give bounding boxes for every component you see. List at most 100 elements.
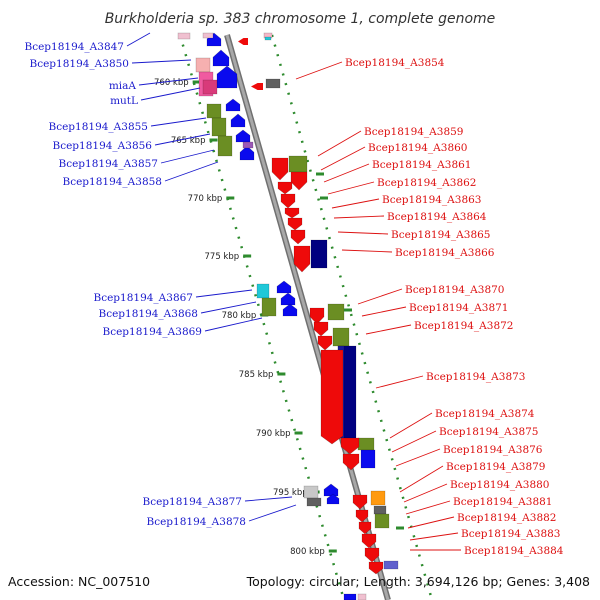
scale-tick-label: 800 kbp bbox=[290, 547, 325, 557]
leader-line bbox=[320, 146, 366, 171]
reverse-gene-arrow bbox=[358, 521, 372, 535]
reverse-gene-arrow bbox=[368, 561, 384, 575]
scale-tick-label: 775 kbp bbox=[205, 252, 240, 262]
gene-label-right[interactable]: Bcep18194_A3870 bbox=[405, 284, 505, 296]
gene-label-right[interactable]: Bcep18194_A3880 bbox=[450, 479, 550, 491]
gene-label-left[interactable]: Bcep18194_A3868 bbox=[99, 308, 199, 320]
gene-block bbox=[217, 135, 233, 157]
gene-label-right[interactable]: Bcep18194_A3863 bbox=[382, 194, 482, 206]
scale-tick-label: 780 kbp bbox=[222, 311, 257, 321]
gene-block bbox=[310, 239, 328, 269]
gene-label-left[interactable]: Bcep18194_A3858 bbox=[63, 176, 163, 188]
gene-label-left[interactable]: Bcep18194_A3877 bbox=[143, 496, 243, 508]
leader-line bbox=[331, 198, 380, 209]
gene-block-mutL bbox=[202, 79, 218, 95]
gene-label-right[interactable]: Bcep18194_A3872 bbox=[414, 320, 514, 332]
gene-label-right[interactable]: Bcep18194_A3883 bbox=[461, 528, 561, 540]
gene-block bbox=[202, 32, 214, 39]
gene-label-right[interactable]: Bcep18194_A3861 bbox=[372, 159, 472, 171]
gene-label-left[interactable]: Bcep18194_A3856 bbox=[53, 140, 153, 152]
gene-label-right[interactable]: Bcep18194_A3854 bbox=[345, 57, 445, 69]
gene-label-left[interactable]: Bcep18194_A3867 bbox=[94, 292, 194, 304]
gene-label-right[interactable]: Bcep18194_A3862 bbox=[377, 177, 477, 189]
gene-label-left[interactable]: Bcep18194_A3869 bbox=[103, 326, 203, 338]
leader-line bbox=[403, 483, 448, 503]
leader-line bbox=[357, 288, 403, 305]
reverse-gene-arrow bbox=[287, 217, 303, 231]
reverse-gene-arrow bbox=[313, 321, 329, 337]
gene-label-right[interactable]: Bcep18194_A3864 bbox=[387, 211, 487, 223]
gene-label-right[interactable]: Bcep18194_A3876 bbox=[443, 444, 543, 456]
gene-block bbox=[343, 593, 357, 600]
gene-block bbox=[261, 297, 277, 317]
forward-gene-arrow bbox=[225, 98, 241, 112]
leader-line bbox=[160, 149, 215, 164]
gene-label-right[interactable]: Bcep18194_A3874 bbox=[435, 408, 535, 420]
scale-tick-label: 785 kbp bbox=[239, 370, 274, 380]
leader-line bbox=[244, 496, 293, 502]
forward-gene-arrow bbox=[235, 129, 251, 143]
leader-line bbox=[395, 448, 441, 467]
leader-line bbox=[399, 465, 444, 493]
gene-block bbox=[357, 437, 375, 451]
reverse-gene-arrow bbox=[293, 245, 311, 273]
reverse-gene-arrow bbox=[290, 229, 306, 245]
gene-label-right[interactable]: Bcep18194_A3859 bbox=[364, 126, 464, 138]
leader-line bbox=[337, 231, 389, 235]
gene-block bbox=[374, 513, 390, 529]
reverse-gene-arrow bbox=[320, 349, 344, 445]
gene-label-right[interactable]: Bcep18194_A3873 bbox=[426, 371, 526, 383]
leader-line bbox=[341, 249, 393, 253]
gene-label-right[interactable]: Bcep18194_A3882 bbox=[457, 512, 557, 524]
gene-label-right[interactable]: Bcep18194_A3875 bbox=[439, 426, 539, 438]
gene-label-right[interactable]: Bcep18194_A3871 bbox=[409, 302, 509, 314]
leader-line bbox=[204, 317, 263, 332]
scale-tick-label: 770 kbp bbox=[188, 194, 223, 204]
gene-block bbox=[383, 560, 399, 570]
gene-block bbox=[373, 505, 387, 515]
reverse-gene-arrow bbox=[284, 207, 300, 219]
gene-label-right[interactable]: Bcep18194_A3866 bbox=[395, 247, 495, 259]
scale-tick-label: 790 kbp bbox=[256, 429, 291, 439]
forward-gene-arrow bbox=[326, 493, 340, 505]
gene-label-left[interactable]: Bcep18194_A3855 bbox=[49, 121, 149, 133]
leader-line bbox=[126, 32, 151, 47]
scale-tick-label: 765 kbp bbox=[171, 136, 206, 146]
gene-label-right[interactable]: Bcep18194_A3865 bbox=[391, 229, 491, 241]
gene-label-left[interactable]: Bcep18194_A3878 bbox=[147, 516, 247, 528]
gene-label-left[interactable]: Bcep18194_A3857 bbox=[59, 158, 159, 170]
leader-line bbox=[138, 77, 199, 86]
gene-label-left[interactable]: Bcep18194_A3847 bbox=[25, 41, 125, 53]
gene-block bbox=[332, 327, 350, 347]
gene-block bbox=[370, 490, 386, 506]
accession-text: Accession: NC_007510 bbox=[8, 574, 150, 589]
gene-label-left[interactable]: miaA bbox=[109, 80, 137, 92]
reverse-gene-arrow bbox=[309, 307, 325, 325]
gene-label-left[interactable]: Bcep18194_A3850 bbox=[30, 58, 130, 70]
outer-dotted-line bbox=[270, 34, 434, 600]
title-group: Burkholderia sp. 383 chromosome 1, compl… bbox=[105, 11, 496, 27]
reverse-gene-arrow bbox=[317, 335, 333, 351]
gene-label-right[interactable]: Bcep18194_A3879 bbox=[446, 461, 546, 473]
gene-label-right[interactable]: Bcep18194_A3860 bbox=[368, 142, 468, 154]
gene-label-right[interactable]: Bcep18194_A3881 bbox=[453, 496, 553, 508]
scale-tick-label: 795 kbp bbox=[273, 488, 308, 498]
reverse-gene-arrow bbox=[352, 494, 368, 510]
reverse-gene-arrow bbox=[340, 437, 360, 455]
topology-text: Topology: circular; Length: 3,694,126 bp… bbox=[246, 574, 590, 589]
gene-label-left[interactable]: mutL bbox=[110, 95, 138, 107]
leader-line bbox=[391, 430, 437, 453]
scale-tick-label: 760 kbp bbox=[154, 78, 189, 88]
reverse-gene-arrow bbox=[277, 181, 293, 195]
reverse-gene-arrow bbox=[251, 83, 263, 90]
gene-block bbox=[357, 593, 367, 600]
reverse-gene-arrow bbox=[364, 547, 380, 563]
leader-line bbox=[140, 87, 201, 101]
forward-gene-arrow bbox=[282, 303, 298, 317]
leader-line bbox=[131, 59, 192, 64]
gene-block bbox=[256, 283, 270, 299]
gene-label-right[interactable]: Bcep18194_A3884 bbox=[464, 545, 564, 557]
label-leader-lines bbox=[126, 32, 461, 551]
leader-line bbox=[323, 163, 370, 183]
